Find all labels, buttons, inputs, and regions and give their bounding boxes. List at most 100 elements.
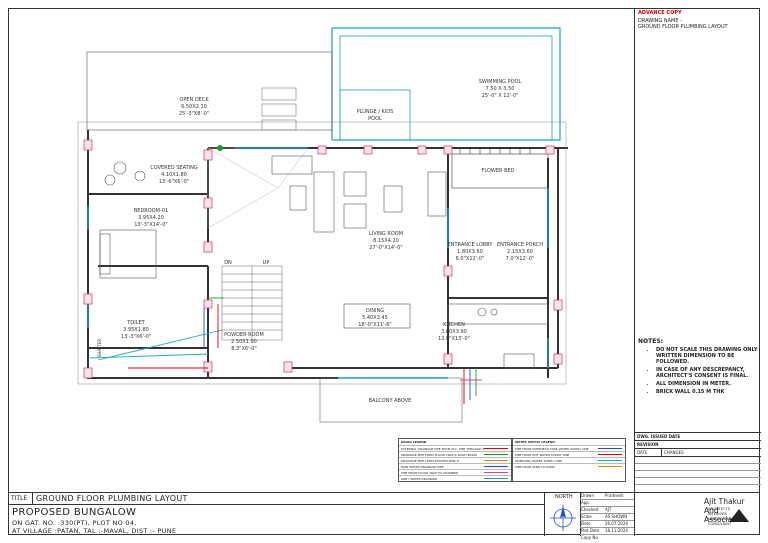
entrance-porch-dim2: 7.0"X12'-0" [506,256,535,262]
revision-block: DWG. ISSUED DATE REVISION DATE CHANGES [635,432,761,493]
columns [83,139,563,379]
drain-legend-row: GREY WATER DRAINAGE [399,475,511,481]
flower-bed-label: FLOWER BED [481,168,514,174]
open-deck-dim1: 6.50X2.10 [181,104,207,110]
firm-sub-2: INTERIORS [708,512,727,516]
drain-legend-swatch [484,460,508,461]
note-3: ALL DIMENSION IN METER. [656,381,758,387]
toilet-label: TOILET [126,320,145,326]
entrance-lobby-dim2: 6.0"X12'-0" [456,256,485,262]
water-legend-swatch [598,448,622,449]
plunge-label2: POOL [368,116,382,122]
drain-legend-row-label: GREY WATER DRAINAGE [401,476,438,481]
drain-legend-row: DRAINAGE PIPE FROM FLOOR TRAP & WASH BAS… [399,451,511,457]
kitchen-dim2: 12.0"X13'-0" [438,336,470,342]
date-value: 26.07.2024 [605,521,628,526]
water-legend-row: PIPE FROM TANK TO PUMP [513,463,625,469]
bed [99,229,157,279]
water-legend-row-label: MUNICIPAL WATER SUPPLY LINE [515,458,563,463]
drawing-name: GROUND FLOOR PLUMBING LAYOUT [638,24,728,30]
covered-seating-label: COVERED SEATING [150,165,198,171]
windows [87,147,549,379]
pool-dim1: 7.50 X 3.50 [486,86,515,92]
entrance-porch-label: ENTRANCE PORCH [497,242,543,248]
open-deck-dim2: 25'-3"X8'-0" [179,111,209,117]
drain-legend-row: DRAINAGE PIPE FROM KITCHEN SINK 2" [399,457,511,463]
drawing-name-label: DRAWING NAME - [638,18,682,24]
drain-legend-title: DRAIN LEGEND [401,440,427,444]
powder-dim1: 2.50X1.90 [231,339,257,345]
stair-up-label: UP [263,260,270,266]
notes-title: NOTES: [638,338,664,345]
checked-value: AJT [605,507,612,512]
drain-legend: DRAIN LEGEND EXTERNAL DRAINAGE PIPE FROM… [398,438,512,482]
living-dim1: 8.15X4.20 [373,238,399,244]
rainwater-outlet-icon [217,145,223,151]
covered-seating-dim2: 13'-6"X6'-0" [159,179,189,185]
open-deck [86,51,333,131]
building-walls [87,130,568,379]
living-label: LIVING ROOM [369,231,403,237]
plunge-pool [339,89,411,141]
drain-legend-row-label: DRAINAGE PIPE FROM KITCHEN SINK 2" [401,458,460,463]
sheet-title: GROUND FLOOR PLUMBING LAYOUT [36,494,188,503]
bedroom-label: BEDROOM-01 [134,208,168,214]
entrance-porch-dim1: 2.15X3.60 [507,249,533,255]
notes-block: NOTES: DO NOT SCALE THIS DRAWING ONLY WR… [638,338,758,397]
water-legend-row: PIPE FROM HOT WATER SUPPLY LINE [513,451,625,457]
bedroom-dim1: 3.95X4.20 [138,215,164,221]
firm-subtitles: ARCHITECTS INTERIORS LANDSCAPES CONSULTA… [708,507,731,527]
kitchen-label: KITCHEN [443,322,465,328]
balcony-label: BALCONY ABOVE [369,398,412,404]
pool-inner [339,35,553,141]
water-legend-row-label: PIPE FROM TANK TO PUMP [515,464,555,469]
drain-legend-row-label: EXTERNAL DRAINAGE PIPE FROM W.C. PIPE TH… [401,446,484,451]
firm-name: Ajit Thakur And Associates [704,497,745,524]
firm-sub-1: ARCHITECTS [708,507,730,511]
stair-dn-label: DN [224,260,232,266]
plot-date-value: 18.11.2024 [605,528,628,533]
date-column: DATE [635,449,662,456]
note-1: DO NOT SCALE THIS DRAWING ONLY WRITTEN D… [656,347,758,365]
water-legend-row: PIPE FROM OVERHEAD TANK WATER SUPPLY LIN… [513,445,625,451]
checked-label: Checked [581,507,599,512]
drawn-value: Pradnesh [605,493,624,498]
drain-legend-swatch [484,472,508,473]
scale-value: AS SHOWN [605,514,628,519]
staircase [221,265,283,341]
water-legend-swatch [598,466,622,467]
changes-column: CHANGES [664,450,684,455]
north-arrow-icon [550,505,576,531]
project-title: PROPOSED BUNGALOW [12,507,137,518]
water-legend-swatch [598,460,622,461]
entrance-lobby-label: ENTRANCE LOBBY [448,242,494,248]
drain-legend-swatch [484,466,508,467]
living-dim2: 27'-0"X14'-0" [369,245,402,251]
bedroom-dim2: 13'-3"X14'-0" [134,222,167,228]
title-block: TITLE GROUND FLOOR PLUMBING LAYOUT PROPO… [8,492,760,540]
drain-legend-row: EXTERNAL DRAINAGE PIPE FROM W.C. PIPE TH… [399,445,511,451]
note-2: IN CASE OF ANY DESCREPANCY, ARCHITECT'S … [656,367,758,379]
plumbing-lines [89,297,482,404]
plot-date-label: Plot Date [581,528,600,533]
firm-sub-3: LANDSCAPES [708,517,732,521]
revision-label: REVISION [635,441,761,449]
toilet-dim1: 3.95X1.80 [123,327,149,333]
drain-legend-row: RAIN WATER DRAINAGE PIPE [399,463,511,469]
drain-legend-swatch [484,478,508,479]
water-legend-row-label: PIPE FROM HOT WATER SUPPLY LINE [515,452,570,457]
powder-label: POWDER ROOM [224,332,264,338]
scale-label: Scale [581,514,592,519]
water-legend-row: MUNICIPAL WATER SUPPLY LINE [513,457,625,463]
firm-logo-icon [729,509,749,522]
dining-dim1: 5.40X3.45 [362,315,388,321]
pool-label: SWIMMING POOL [479,79,522,85]
powder-dim2: 8.3"X6'-0" [231,346,257,352]
title-label: TITLE [11,495,28,502]
note-4: BRICK WALL 0.15 M THK [656,389,758,395]
app-label: App. [581,500,591,505]
covered-seating-dim1: 4.10X1.80 [161,172,187,178]
address-line-1: ON GAT. NO. :330(PT), PLOT NO 04, [12,519,137,527]
water-legend-title: WATER SUPPLY LEGEND [515,440,555,444]
drain-legend-row-label: RAIN WATER DRAINAGE PIPE [401,464,444,469]
